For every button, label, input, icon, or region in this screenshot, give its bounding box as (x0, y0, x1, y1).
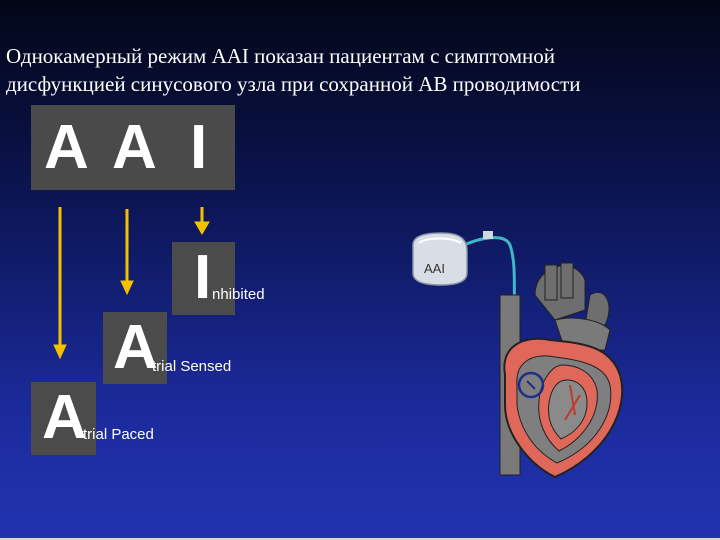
step-sensed-label: trial Sensed (152, 358, 232, 375)
step-sensed-box: A (103, 312, 167, 384)
title-line-2: дисфункцией синусового узла при сохранно… (6, 72, 581, 96)
lead-connector-icon (483, 231, 493, 239)
step-paced-box: A (31, 382, 96, 455)
step-sensed-letter: A (113, 313, 158, 382)
pacing-code-box (31, 105, 235, 190)
step-inhibited-box: I (172, 242, 235, 315)
arrow-down-icon (53, 207, 67, 360)
arrow-down-icon (194, 207, 210, 235)
slide-title: Однокамерный режим AAI показан пациентам… (6, 42, 714, 98)
arrow-down-icon (120, 209, 134, 296)
device-label: AAI (424, 261, 445, 276)
heart-pacemaker-illustration: AAI (412, 231, 624, 479)
step-inhibited-label: nhibited (212, 286, 265, 303)
step-inhibited-letter: I (194, 243, 212, 312)
code-letter-1: A (44, 113, 89, 182)
electrode-tip-icon (526, 380, 536, 390)
step-paced-letter: A (42, 383, 87, 452)
heart-icon (503, 337, 624, 479)
step-paced-label: trial Paced (83, 426, 154, 443)
atrial-electrode-icon (517, 371, 545, 399)
code-letter-3: I (190, 113, 208, 182)
code-letter-2: A (112, 113, 157, 182)
title-line-1: Однокамерный режим AAI показан пациентам… (6, 44, 556, 68)
pacemaker-device-icon (412, 232, 468, 286)
bottom-divider (0, 538, 720, 540)
